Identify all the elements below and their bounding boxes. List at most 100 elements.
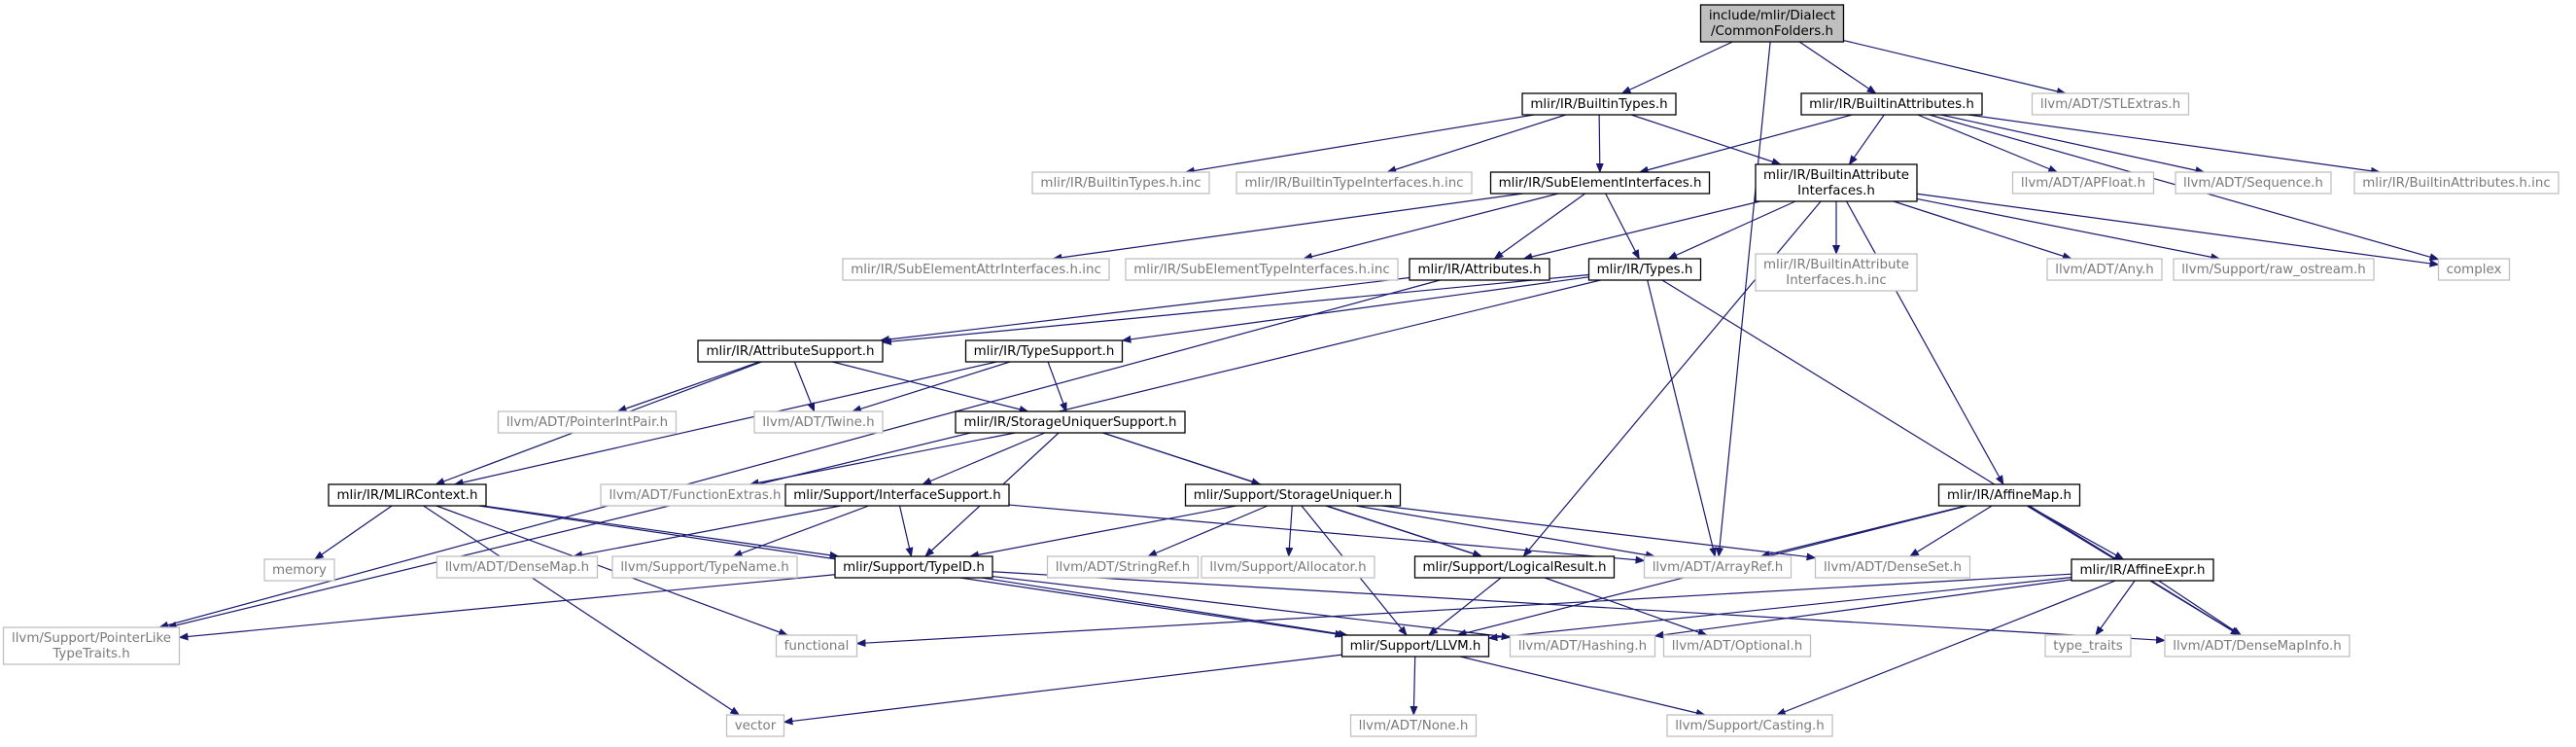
node-type-traits: type_traits [2044, 634, 2132, 658]
edge-affine-map-to-dense-set [1908, 505, 1993, 557]
edge-types-to-type-support [1121, 276, 1589, 343]
edge-attributes-to-attribute-support [879, 276, 1410, 343]
node-box [2011, 171, 2155, 195]
node-label: llvm/ADT/ArrayRef.h [1653, 560, 1784, 575]
node-pointer-int-pair: llvm/ADT/PointerIntPair.h [497, 410, 678, 434]
node-label: mlir/Support/StorageUniquer.h [1194, 488, 1393, 503]
node-label: llvm/ADT/APFloat.h [2021, 176, 2145, 191]
edge-builtin-types-to-builtin-attr-ifaces [1630, 114, 1782, 165]
node-type-support[interactable]: mlir/IR/TypeSupport.h [964, 339, 1124, 363]
node-storage-uniquer[interactable]: mlir/Support/StorageUniquer.h [1184, 483, 1402, 507]
edge-type-id-to-hashing [992, 575, 1512, 641]
node-label: llvm/Support/TypeName.h [620, 560, 788, 575]
edge-builtin-attributes-to-builtin-attr-ifaces [1848, 114, 1885, 165]
node-label: memory [272, 563, 327, 578]
edge-builtin-attr-ifaces-to-raw-ostream [1916, 197, 2221, 262]
node-attribute-support[interactable]: mlir/IR/AttributeSupport.h [697, 339, 884, 363]
edge-builtin-attributes-to-builtin-attributes-inc [1967, 114, 2382, 175]
node-dense-map: llvm/ADT/DenseMap.h [435, 555, 599, 579]
edge-builtin-attr-ifaces-to-any [1893, 200, 2072, 261]
node-box [1184, 483, 1402, 507]
edge-type-id-to-pointer-like-type-traits [178, 574, 836, 641]
node-label: llvm/ADT/Twine.h [762, 415, 874, 430]
edge-subelement-ifaces-to-subelement-type-ifaces-inc [1303, 193, 1559, 261]
node-box [842, 258, 1110, 281]
node-root[interactable]: include/mlir/Dialect/CommonFolders.h [1699, 4, 1845, 43]
node-complex: complex [2437, 258, 2511, 281]
node-box [1340, 634, 1490, 658]
node-box [435, 555, 599, 579]
edge-affine-expr-to-functional [855, 573, 2072, 648]
node-types[interactable]: mlir/IR/Types.h [1587, 258, 1702, 281]
node-label: mlir/IR/BuiltinTypes.h.inc [1040, 176, 1201, 191]
node-mlir-context[interactable]: mlir/IR/MLIRContext.h [328, 483, 487, 507]
node-label: type_traits [2053, 639, 2123, 654]
node-box [1236, 171, 1473, 195]
node-label: include/mlir/Dialect [1709, 9, 1835, 23]
node-box [1125, 258, 1399, 281]
edge-storage-uniquer-to-type-id [968, 505, 1237, 559]
node-subelement-ifaces[interactable]: mlir/IR/SubElementInterfaces.h [1489, 171, 1711, 195]
edge-interface-support-to-dense-map [573, 505, 841, 559]
node-label: mlir/IR/BuiltinAttributes.h.inc [2362, 176, 2551, 191]
node-box [753, 410, 884, 434]
node-box [697, 339, 884, 363]
node-affine-map[interactable]: mlir/IR/AffineMap.h [1937, 483, 2081, 507]
node-twine: llvm/ADT/Twine.h [753, 410, 884, 434]
edge-storage-uniquer-to-dense-set [1381, 505, 1817, 561]
node-box [611, 555, 798, 579]
node-label: mlir/IR/SubElementTypeInterfaces.h.inc [1133, 263, 1389, 277]
node-box [1755, 163, 1918, 202]
node-attributes[interactable]: mlir/IR/Attributes.h [1409, 258, 1550, 281]
node-sequence: llvm/ADT/Sequence.h [2175, 171, 2332, 195]
edge-storage-uniquer-to-allocator [1285, 505, 1294, 557]
node-box [328, 483, 487, 507]
node-label: llvm/ADT/Sequence.h [2183, 176, 2323, 191]
node-label: llvm/Support/Casting.h [1675, 719, 1825, 733]
node-type-name: llvm/Support/TypeName.h [611, 555, 798, 579]
node-stlextras: llvm/ADT/STLExtras.h [2031, 92, 2190, 116]
node-any: llvm/ADT/Any.h [2046, 258, 2163, 281]
node-vector: vector [725, 714, 785, 737]
node-type-id[interactable]: mlir/Support/TypeID.h [834, 555, 993, 579]
edge-types-to-array-ref [1647, 279, 1718, 557]
node-builtin-attributes[interactable]: mlir/IR/BuiltinAttributes.h [1800, 92, 1983, 116]
node-label: mlir/IR/SubElementInterfaces.h [1499, 176, 1702, 191]
node-label: llvm/ADT/Hashing.h [1518, 639, 1647, 654]
node-none: llvm/ADT/None.h [1349, 714, 1478, 737]
edge-mlir-context-to-type-id [482, 505, 840, 559]
edge-builtin-attributes-to-apfloat [1917, 114, 2059, 173]
edge-interface-support-to-type-name [732, 505, 869, 557]
node-builtin-types[interactable]: mlir/IR/BuiltinTypes.h [1521, 92, 1677, 116]
node-label: mlir/IR/AffineMap.h [1947, 488, 2071, 503]
node-box [1699, 4, 1845, 43]
edge-storage-uniquer-support-to-interface-support [922, 432, 1046, 485]
node-logical-result[interactable]: mlir/Support/LogicalResult.h [1413, 555, 1616, 579]
node-box [834, 555, 993, 579]
edge-type-id-to-llvm-h [981, 577, 1348, 638]
node-affine-expr[interactable]: mlir/IR/AffineExpr.h [2071, 558, 2214, 582]
node-llvm-h[interactable]: mlir/Support/LLVM.h [1340, 634, 1490, 658]
node-box [2175, 171, 2332, 195]
node-label: mlir/IR/SubElementAttrInterfaces.h.inc [851, 263, 1101, 277]
edge-root-to-array-ref [1716, 41, 1771, 557]
node-hashing: llvm/ADT/Hashing.h [1509, 634, 1656, 658]
node-label: llvm/ADT/StringRef.h [1056, 560, 1190, 575]
node-box [1409, 258, 1550, 281]
edge-root-to-builtin-types [1620, 41, 1733, 94]
edge-affine-expr-to-type-traits [2095, 580, 2136, 636]
node-label: mlir/IR/AttributeSupport.h [706, 344, 874, 359]
edge-types-to-pointer-like-type-traits [166, 279, 1601, 629]
node-label: mlir/IR/BuiltinAttributes.h [1809, 97, 1974, 112]
node-label: mlir/IR/MLIRContext.h [336, 488, 477, 503]
node-interface-support[interactable]: mlir/Support/InterfaceSupport.h [784, 483, 1010, 507]
node-storage-uniquer-support[interactable]: mlir/IR/StorageUniquerSupport.h [955, 410, 1186, 434]
node-box [1587, 258, 1702, 281]
node-array-ref: llvm/ADT/ArrayRef.h [1643, 555, 1793, 579]
edge-type-support-to-storage-uniquer-support [1047, 361, 1067, 412]
edge-root-to-stlextras [1843, 39, 2067, 95]
edge-builtin-attributes-to-sequence [1940, 114, 2206, 174]
node-string-ref: llvm/ADT/StringRef.h [1046, 555, 1200, 579]
